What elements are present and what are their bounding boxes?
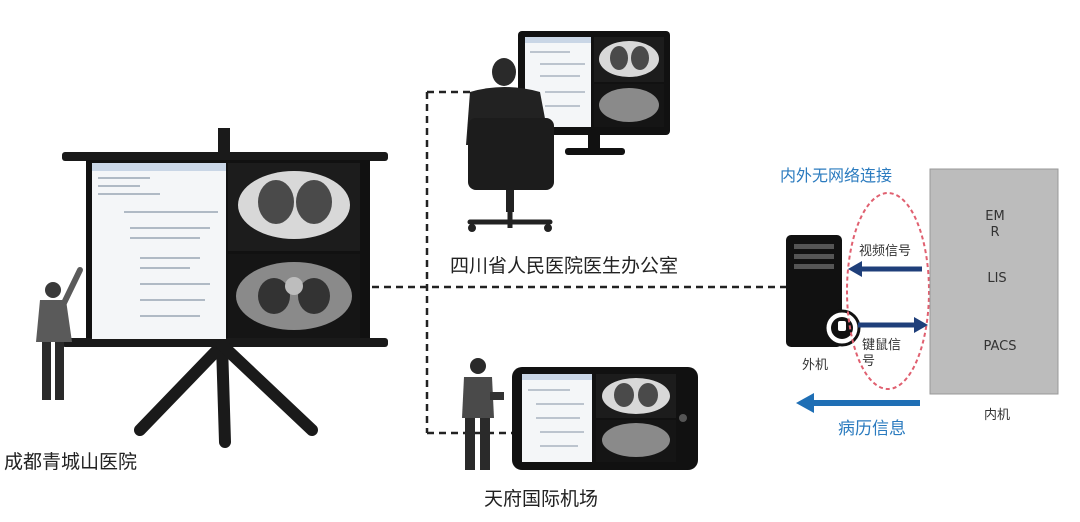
inner-system-emr: EM R bbox=[985, 209, 1005, 240]
presenter-person-icon bbox=[36, 267, 83, 400]
inner-machine-label: 内机 bbox=[984, 408, 1011, 423]
office-monitor bbox=[518, 31, 670, 155]
signal-arrows bbox=[796, 261, 928, 413]
outer-machine-icon bbox=[786, 235, 861, 347]
outer-machine-label: 外机 bbox=[802, 358, 829, 373]
inner-system-lis: LIS bbox=[987, 271, 1007, 286]
inner-system-pacs: PACS bbox=[983, 339, 1017, 354]
airport-tablet bbox=[512, 367, 698, 470]
office-label: 四川省人民医院医生办公室 bbox=[450, 255, 679, 277]
isolation-ellipse bbox=[846, 192, 930, 390]
doctor-person-icon bbox=[466, 58, 554, 232]
kvm-signal-label: 键鼠信号 bbox=[862, 338, 902, 369]
traveler-person-icon bbox=[462, 358, 504, 470]
record-info-label: 病历信息 bbox=[838, 419, 906, 439]
video-signal-label: 视频信号 bbox=[859, 244, 912, 259]
no-connection-label: 内外无网络连接 bbox=[780, 166, 893, 185]
projection-easel bbox=[62, 128, 388, 448]
hospital-label: 成都青城山医院 bbox=[4, 451, 138, 473]
inner-machine-box bbox=[929, 168, 1059, 395]
airport-label: 天府国际机场 bbox=[484, 488, 599, 510]
